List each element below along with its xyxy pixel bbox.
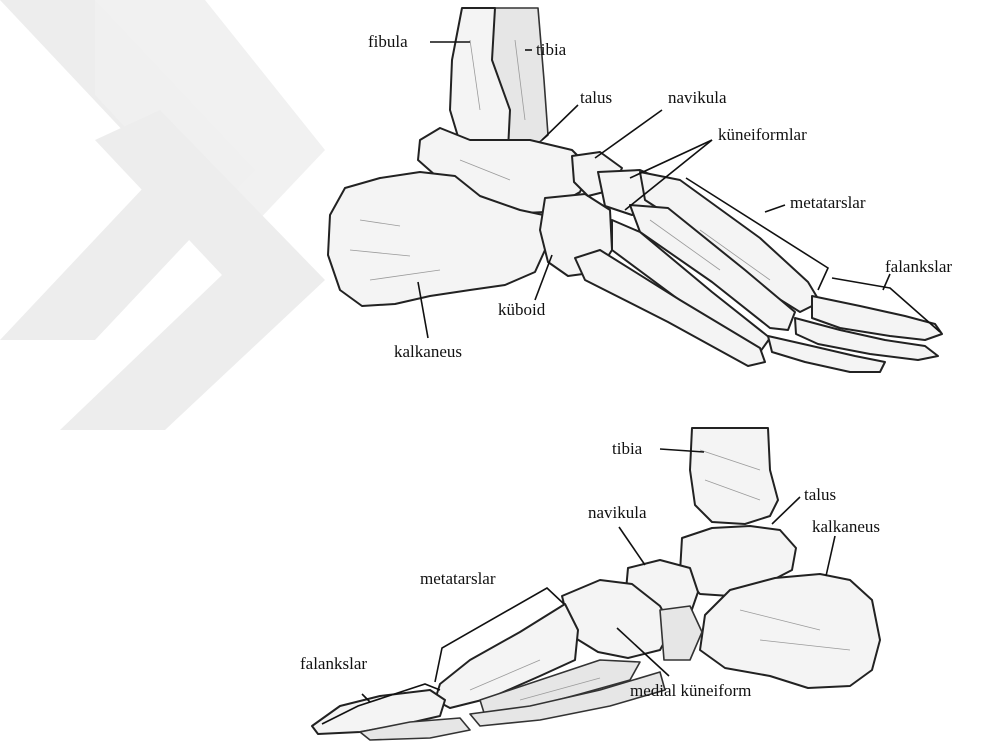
label-navikula: navikula xyxy=(668,88,727,107)
label-medial-metatarslar: metatarslar xyxy=(420,569,496,588)
medial-midfoot-bones xyxy=(660,606,702,660)
label-tibia: tibia xyxy=(536,40,567,59)
label-medial-tibia: tibia xyxy=(612,439,643,458)
label-kalkaneus: kalkaneus xyxy=(394,342,462,361)
label-medial-navikula: navikula xyxy=(588,503,647,522)
label-medial-talus: talus xyxy=(804,485,836,504)
label-talus: talus xyxy=(580,88,612,107)
label-medial-falankslar: falankslar xyxy=(300,654,367,673)
chevron-watermark xyxy=(0,0,325,430)
label-kuboid: küboid xyxy=(498,300,546,319)
medial-tibia-bone xyxy=(690,428,778,524)
label-fibula: fibula xyxy=(368,32,408,51)
label-medial-kuneiform: medial küneiform xyxy=(630,681,751,700)
label-medial-kalkaneus: kalkaneus xyxy=(812,517,880,536)
label-metatarslar: metatarslar xyxy=(790,193,866,212)
lateral-foot-view xyxy=(328,8,942,372)
label-kuneiformlar: küneiformlar xyxy=(718,125,807,144)
label-falankslar: falankslar xyxy=(885,257,952,276)
